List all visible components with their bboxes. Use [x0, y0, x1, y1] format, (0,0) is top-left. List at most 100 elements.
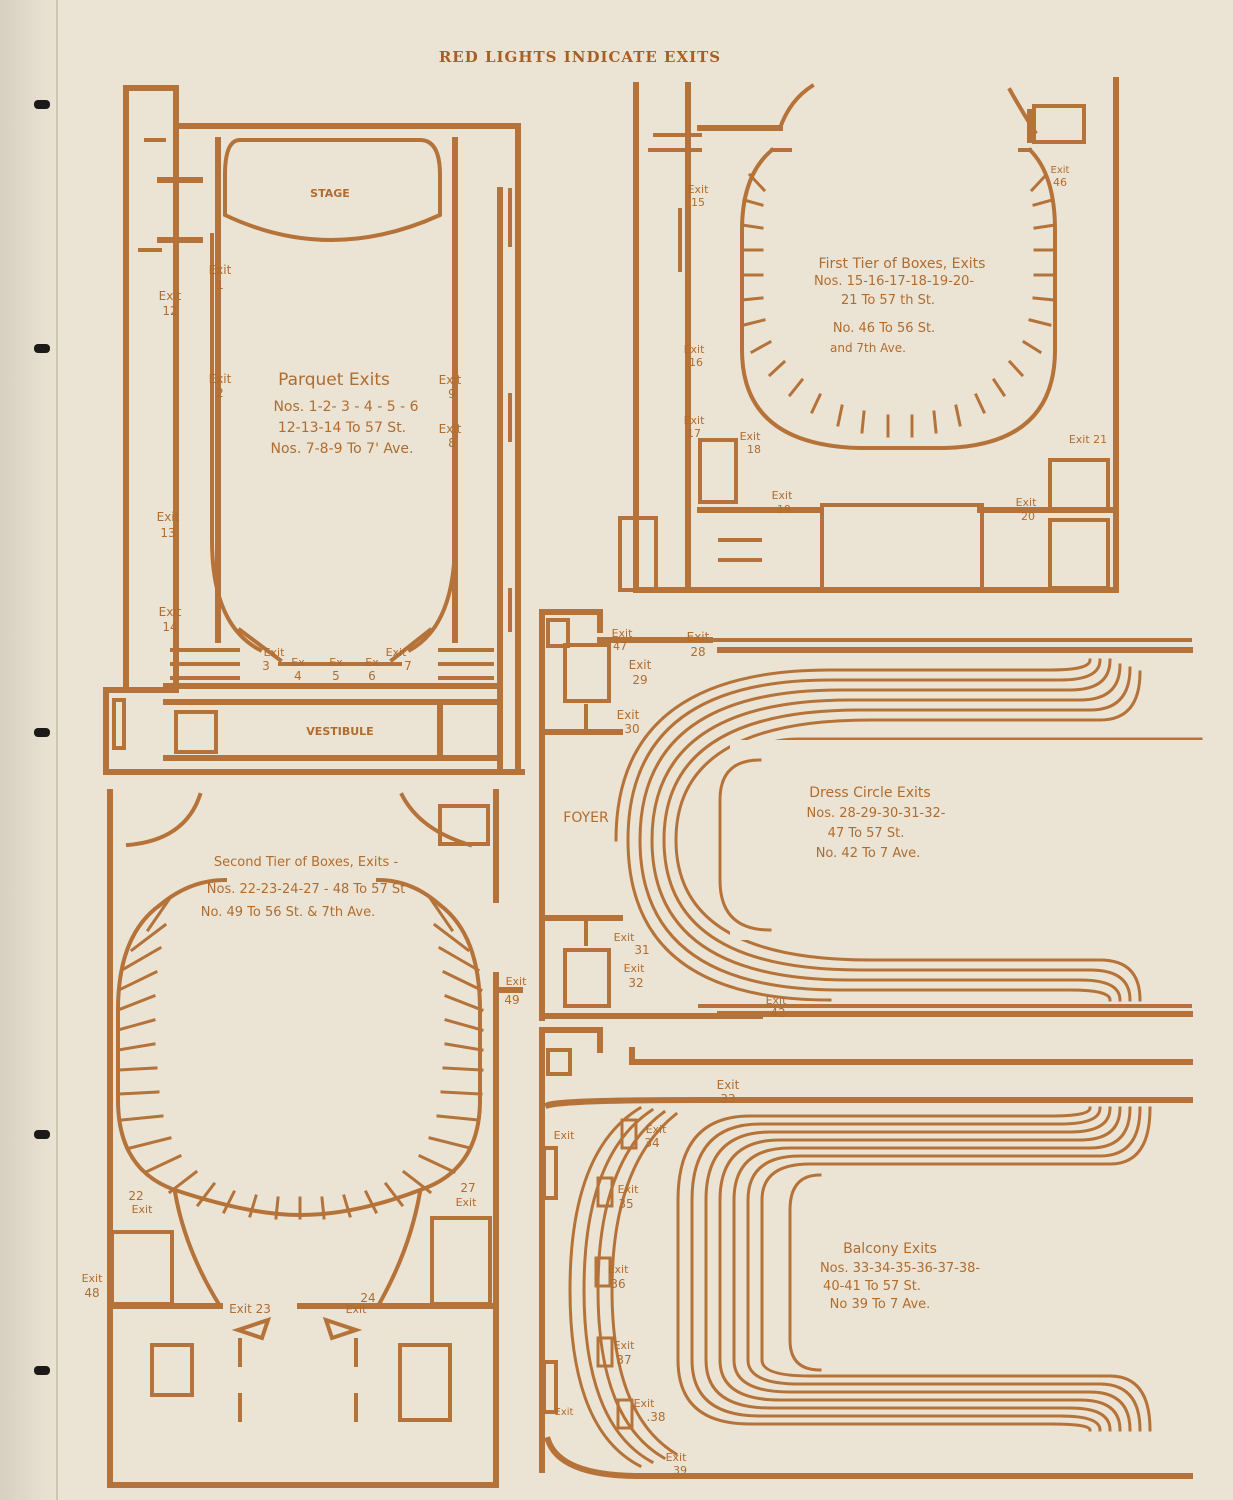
exit-word: Exit	[554, 1129, 576, 1142]
exit-20: 20	[1021, 510, 1035, 523]
exit-6: 6	[368, 669, 376, 683]
exit-2: 2	[216, 386, 224, 400]
binding-edge	[0, 0, 58, 1500]
exit-21: Exit 21	[1069, 433, 1107, 446]
first-tier-line-4: and 7th Ave.	[830, 341, 906, 355]
exit-word: Exit	[766, 994, 788, 1007]
exit-word: Exit	[608, 1263, 630, 1276]
balcony-line-1: Nos. 33-34-35-36-37-38-	[820, 1261, 980, 1276]
exit-word: Exit	[157, 510, 180, 524]
second-tier-line-2: No. 49 To 56 St. & 7th Ave.	[201, 905, 375, 920]
exit-14: 14	[162, 620, 177, 634]
balcony-exit-markers: Exit 33 Exit Exit 34 Exit 35 Exit 36 Exi…	[554, 1078, 740, 1477]
balcony-rows	[568, 1105, 1152, 1469]
staple	[34, 344, 50, 353]
dress-circle-line-2: 47 To 57 St.	[828, 826, 905, 841]
exit-12: 12	[162, 304, 177, 318]
exit-30: 30	[624, 722, 639, 736]
parquet-line-2: 12-13-14 To 57 St.	[278, 420, 406, 436]
exit-word: Exit	[264, 646, 286, 659]
exit-5: 5	[332, 669, 340, 683]
staple	[34, 1366, 50, 1375]
exit-word: Exit	[717, 1078, 740, 1092]
exit-word: Exit	[684, 343, 706, 356]
second-tier-exit-markers: Exit 49 22 Exit 27 Exit Exit 48 Exit 23 …	[82, 975, 528, 1316]
exit-8: 8	[448, 436, 456, 450]
exit-15: 15	[691, 196, 705, 209]
exit-22: 22	[128, 1189, 143, 1203]
ex-word: Ex	[329, 656, 343, 669]
first-tier-line-2: 21 To 57 th St.	[841, 293, 935, 308]
exit-word: Exit	[132, 1203, 154, 1216]
exit-49: 49	[504, 993, 519, 1007]
exit-13: 13	[160, 526, 175, 540]
exit-word: Exit	[666, 1451, 688, 1464]
exit-word: Exit	[740, 430, 762, 443]
exit-48: 48	[84, 1286, 99, 1300]
balcony-plan: Balcony Exits Nos. 33-34-35-36-37-38- 40…	[539, 1027, 1200, 1480]
exit-word: Exit	[614, 931, 636, 944]
exit-word: Exit	[618, 1183, 640, 1196]
exit-24: 24	[360, 1291, 375, 1305]
balcony-line-2: 40-41 To 57 St.	[823, 1279, 921, 1294]
parquet-exit-markers: Exit 1 Exit 2 Exit 12 Exit 13 Exit 14 Ex…	[157, 263, 462, 683]
exit-word: Exit	[1016, 496, 1038, 509]
first-tier-line-1: Nos. 15-16-17-18-19-20-	[814, 274, 974, 289]
first-tier-line-3: No. 46 To 56 St.	[833, 321, 935, 336]
exit-word: Exit	[506, 975, 528, 988]
parquet-line-3: Nos. 7-8-9 To 7' Ave.	[270, 441, 413, 457]
exit-29: 29	[632, 673, 647, 687]
exit-27: 27	[460, 1181, 475, 1195]
page-fold	[56, 0, 58, 1500]
exit-1: 1	[216, 278, 224, 292]
exit-17: 17	[687, 427, 701, 440]
balcony-line-3: No 39 To 7 Ave.	[830, 1297, 931, 1312]
exit-word: Exit	[386, 646, 408, 659]
exit-18: 18	[747, 443, 761, 456]
exit-word: Exit	[439, 373, 462, 387]
exit-word: Exit	[346, 1303, 368, 1316]
staple	[34, 728, 50, 737]
exit-word: Exit	[614, 1339, 636, 1352]
exit-7: 7	[404, 659, 412, 673]
exit-23: Exit 23	[229, 1302, 271, 1316]
dress-circle-exit-markers: Exit 47 Exit 28 Exit 29 Exit 30 Exit 31 …	[612, 627, 788, 1020]
exit-word: Exit	[209, 263, 232, 277]
dress-circle-plan: FOYER Dress Circle Exits Nos. 28-29-30-3…	[539, 609, 1210, 1021]
exit-9: 9	[448, 387, 456, 401]
exit-36: 36	[610, 1277, 625, 1291]
second-tier-box-partitions	[116, 895, 484, 1220]
exit-word: Exit	[687, 630, 710, 644]
staple	[34, 100, 50, 109]
exit-37: 37	[616, 1353, 631, 1367]
exit-3: 3	[262, 659, 270, 673]
exit-39: 39	[673, 1464, 687, 1477]
exit-word: Exit	[209, 372, 232, 386]
dress-circle-inner-floor	[730, 740, 1210, 940]
exit-word: Exit	[456, 1196, 478, 1209]
exit-word: Exit	[82, 1272, 104, 1285]
staple	[34, 1130, 50, 1139]
exit-word: Exit	[1051, 165, 1070, 176]
second-tier-line-1: Nos. 22-23-24-27 - 48 To 57 St	[207, 882, 405, 897]
foyer-label: FOYER	[563, 810, 609, 826]
second-tier-title: Second Tier of Boxes, Exits -	[214, 855, 399, 870]
parquet-line-1: Nos. 1-2- 3 - 4 - 5 - 6	[273, 399, 418, 415]
exit-word: Exit	[634, 1397, 656, 1410]
exit-33: 33	[720, 1092, 735, 1106]
exit-19: 19	[777, 503, 791, 516]
exit-46: 46	[1053, 176, 1067, 189]
first-tier-exit-markers: Exit 15 Exit 16 Exit 17 Exit 18 Exit 19 …	[684, 165, 1108, 523]
exit-38: .38	[646, 1410, 665, 1424]
header-title: RED LIGHTS INDICATE EXITS	[439, 48, 721, 66]
exit-word: Exit	[439, 422, 462, 436]
parquet-plan: STAGE VESTIBULE Parquet Exits Nos. 1-2- …	[103, 85, 525, 775]
exit-word: Exit	[629, 658, 652, 672]
exit-42: 42	[770, 1006, 785, 1020]
second-tier-plan: Second Tier of Boxes, Exits - Nos. 22-23…	[82, 789, 528, 1488]
exit-word: Exit	[555, 1407, 574, 1418]
first-tier-title: First Tier of Boxes, Exits	[819, 256, 986, 272]
exit-word: Exit	[772, 489, 794, 502]
